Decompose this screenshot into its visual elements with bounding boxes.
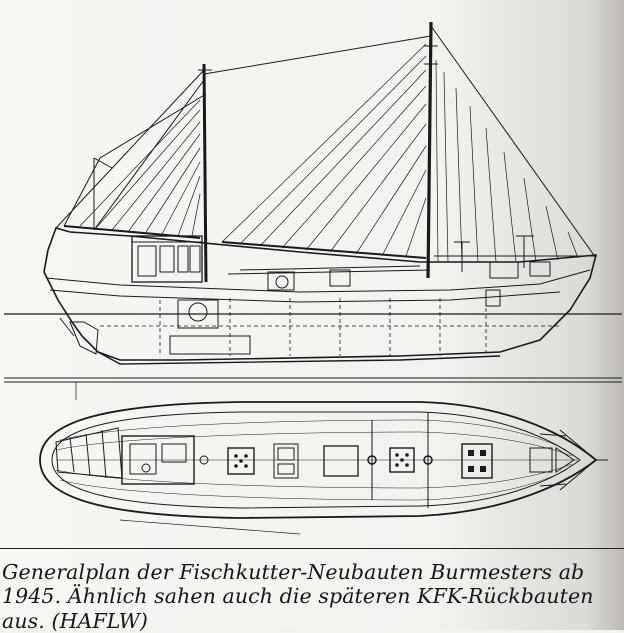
figure-caption: Generalplan der Fischkutter-Neubauten Bu… (0, 548, 624, 633)
caption-line-2: 1945. Ähnlich sahen auch die späteren KF… (2, 584, 594, 608)
caption-line-1: Generalplan der Fischkutter-Neubauten Bu… (2, 560, 585, 584)
side-elevation-view (4, 21, 622, 379)
ship-general-plan-drawing (4, 21, 622, 535)
deck-plan-view (4, 381, 622, 535)
caption-line-3: aus. (HAFLW) (2, 609, 148, 633)
